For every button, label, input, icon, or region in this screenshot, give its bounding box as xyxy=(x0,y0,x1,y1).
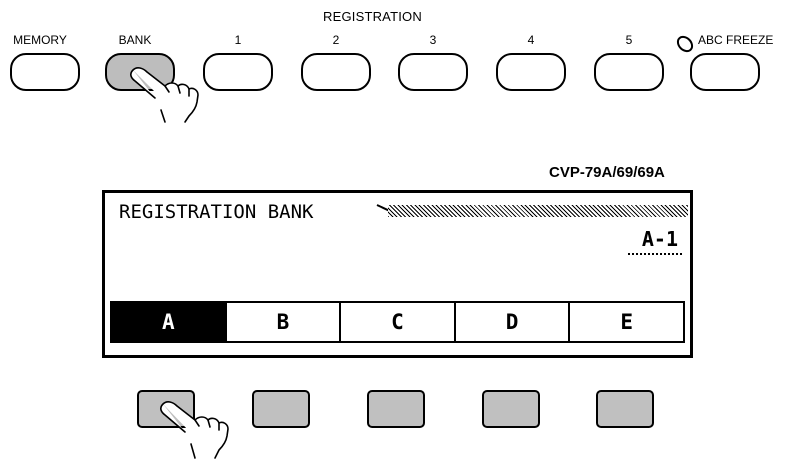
registration-section-title: REGISTRATION xyxy=(323,9,422,24)
soft-button-c[interactable] xyxy=(367,390,425,428)
lcd-title: REGISTRATION BANK xyxy=(119,201,313,223)
memory-button[interactable] xyxy=(10,53,80,91)
registration-2-button[interactable] xyxy=(301,53,371,91)
soft-button-d[interactable] xyxy=(482,390,540,428)
model-name: CVP-79A/69/69A xyxy=(549,164,665,181)
soft-button-e[interactable] xyxy=(596,390,654,428)
tab-d[interactable]: D xyxy=(454,303,569,341)
tab-e[interactable]: E xyxy=(568,303,683,341)
abc-freeze-button[interactable] xyxy=(690,53,760,91)
hand-pointer-icon xyxy=(155,398,250,460)
registration-3-label: 3 xyxy=(430,33,437,47)
registration-4-label: 4 xyxy=(528,33,535,47)
registration-2-label: 2 xyxy=(333,33,340,47)
lcd-display: REGISTRATION BANK A-1 A B C D E xyxy=(102,190,693,358)
bank-button-label: BANK xyxy=(119,33,152,47)
lcd-hatch-bar xyxy=(388,205,688,217)
memory-button-label: MEMORY xyxy=(13,33,67,47)
registration-5-label: 5 xyxy=(626,33,633,47)
bank-tabs: A B C D E xyxy=(110,301,685,343)
registration-3-button[interactable] xyxy=(398,53,468,91)
registration-4-button[interactable] xyxy=(496,53,566,91)
tab-b[interactable]: B xyxy=(225,303,340,341)
soft-button-b[interactable] xyxy=(252,390,310,428)
tab-c[interactable]: C xyxy=(339,303,454,341)
tab-a[interactable]: A xyxy=(112,303,225,341)
abc-freeze-label: ABC FREEZE xyxy=(698,33,773,47)
hand-pointer-icon xyxy=(125,62,220,127)
led-indicator-icon xyxy=(674,33,696,55)
lcd-bank-value: A-1 xyxy=(628,227,682,255)
registration-5-button[interactable] xyxy=(594,53,664,91)
registration-1-label: 1 xyxy=(235,33,242,47)
